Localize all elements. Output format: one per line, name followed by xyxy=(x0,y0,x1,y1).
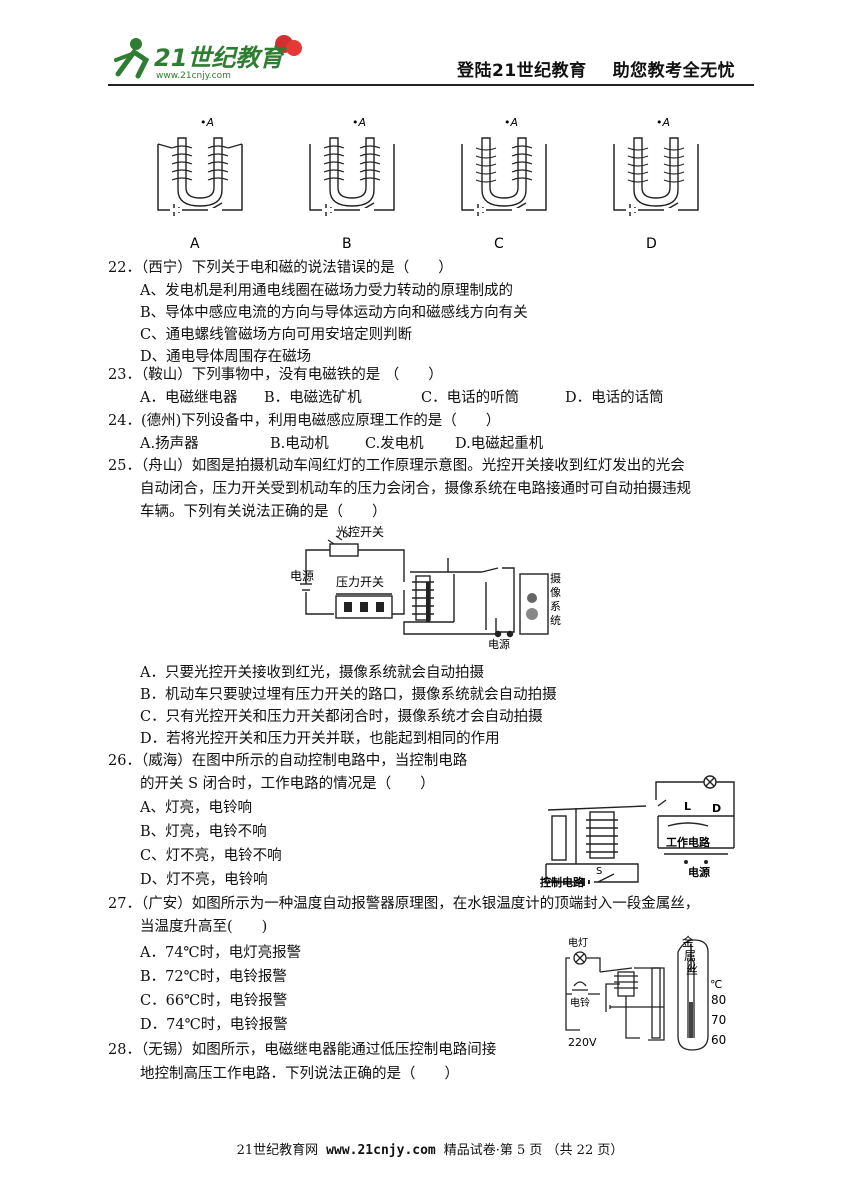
camera-label-2: 像 xyxy=(550,586,561,599)
q26-option-b: B、灯亮，电铃不响 xyxy=(140,824,267,840)
wire-label-1: 金 xyxy=(682,934,694,949)
pressure-switch-label: 压力开关 xyxy=(336,575,384,589)
power-label: 电源 xyxy=(688,865,710,879)
footer-page-info: 精品试卷·第 5 页 （共 22 页） xyxy=(443,1143,624,1158)
option-label-B: B xyxy=(342,236,352,252)
temperature-alarm-figure: 电灯 电铃 220V 金 属 丝 ℃ 80 70 60 xyxy=(565,934,726,1051)
power-bottom-label: 电源 xyxy=(488,637,510,650)
q22-option-b: B、导体中感应电流的方向与导体运动方向和磁感线方向有关 xyxy=(140,305,528,321)
red-light-camera-figure: 光控开关 电源 压力开关 摄 像 系 统 电源 xyxy=(290,525,561,650)
q23-option-a: A．电磁继电器 xyxy=(140,390,238,406)
control-circuit-label: 控制电路 xyxy=(540,875,585,888)
q26-option-d: D、灯不亮，电铃响 xyxy=(140,872,268,888)
q27-option-c: C．66℃时，电铃报警 xyxy=(140,993,288,1009)
magnet-C: •A C xyxy=(461,116,547,252)
point-A-label: •A xyxy=(200,116,214,129)
q27-option-d: D．74℃时，电铃报警 xyxy=(140,1017,288,1033)
q24-option-b: B.电动机 xyxy=(270,436,329,452)
question-22-stem: 22．（西宁）下列关于电和磁的说法错误的是（ ） xyxy=(108,260,453,276)
logo-graphic: 21世纪教育 www.21cnjy.com xyxy=(114,35,302,81)
option-label-C: C xyxy=(494,236,504,252)
header-right-text: 助您教考全无忧 xyxy=(612,61,736,81)
power-left-label: 电源 xyxy=(290,569,314,583)
question-25-line1: 25．（舟山）如图是拍摄机动车闯红灯的工作原理示意图。光控开关接收到红灯发出的光… xyxy=(108,458,685,474)
site-logo: 21世纪教育 www.21cnjy.com xyxy=(108,30,308,82)
question-28-line1: 28．（无锡）如图所示，电磁继电器能通过低压控制电路间接 xyxy=(108,1042,497,1058)
point-A-label: •A xyxy=(352,116,366,129)
point-A-label: •A xyxy=(656,116,670,129)
light-switch-label: 光控开关 xyxy=(336,525,384,539)
question-24-stem: 24．(德州)下列设备中，利用电磁感应原理工作的是（ ） xyxy=(108,413,501,429)
q25-option-d: D．若将光控开关和压力开关并联，也能起到相同的作用 xyxy=(140,731,500,747)
q25-option-c: C．只有光控开关和压力开关都闭合时，摄像系统才会自动拍摄 xyxy=(140,709,543,725)
q23-option-b: B．电磁选矿机 xyxy=(264,390,362,406)
option-label-A: A xyxy=(190,236,200,252)
option-label-D: D xyxy=(646,236,657,252)
q25-option-b: B．机动车只要驶过埋有压力开关的路口，摄像系统就会自动拍摄 xyxy=(140,687,557,703)
q23-option-c: C．电话的听筒 xyxy=(421,390,520,406)
footer-url[interactable]: www.21cnjy.com xyxy=(326,1143,436,1158)
bell-label-D: D xyxy=(712,802,721,815)
camera-label-4: 统 xyxy=(550,614,561,627)
bell-label: 电铃 xyxy=(570,996,590,1009)
q24-option-a: A.扬声器 xyxy=(140,436,199,452)
header-divider xyxy=(108,84,754,86)
q27-option-b: B．72℃时，电铃报警 xyxy=(140,969,287,985)
q22-option-c: C、通电螺线管磁场方向可用安培定则判断 xyxy=(140,327,413,343)
question-28-line2: 地控制高压工作电路．下列说法正确的是（ ） xyxy=(140,1066,459,1082)
tick-80: 80 xyxy=(711,993,726,1007)
magnet-D: •A D xyxy=(613,116,699,252)
logo-url: www.21cnjy.com xyxy=(156,71,231,81)
voltage-label: 220V xyxy=(568,1036,597,1049)
wire-label-3: 丝 xyxy=(686,963,698,977)
work-circuit-label: 工作电路 xyxy=(666,835,711,849)
q25-option-a: A．只要光控开关接收到红光，摄像系统就会自动拍摄 xyxy=(140,665,484,681)
q22-option-d: D、通电导体周围存在磁场 xyxy=(140,349,312,365)
page-footer: 21世纪教育网 www.21cnjy.com 精品试卷·第 5 页 （共 22 页） xyxy=(0,1139,860,1158)
q27-option-a: A．74℃时，电灯亮报警 xyxy=(140,945,302,961)
question-25-line2: 自动闭合，压力开关受到机动车的压力会闭合，摄像系统在电路接通时可自动拍摄违规 xyxy=(140,481,691,497)
header-slogan: 登陆21世纪教育 助您教考全无忧 xyxy=(457,56,735,81)
q22-option-a: A、发电机是利用通电线圈在磁场力受力转动的原理制成的 xyxy=(140,283,513,299)
tick-60: 60 xyxy=(711,1033,726,1047)
footer-site: 21世纪教育网 xyxy=(236,1143,319,1158)
q24-option-d: D.电磁起重机 xyxy=(455,436,544,452)
magnet-A: •A A xyxy=(157,116,243,252)
tick-70: 70 xyxy=(711,1013,726,1027)
question-27-line1: 27．（广安）如图所示为一种温度自动报警器原理图，在水银温度计的顶端封入一段金属… xyxy=(108,896,700,912)
q23-option-d: D．电话的话筒 xyxy=(565,390,664,406)
q26-option-c: C、灯不亮，电铃不响 xyxy=(140,848,282,864)
wire-label-2: 属 xyxy=(684,949,696,963)
question-26-line1: 26．（威海）在图中所示的自动控制电路中，当控制电路 xyxy=(108,753,468,769)
lamp-label: 电灯 xyxy=(568,936,588,949)
q26-option-a: A、灯亮，电铃响 xyxy=(140,800,252,816)
camera-label-3: 系 xyxy=(550,600,561,613)
magnet-B: •A B xyxy=(309,116,395,252)
auto-control-circuit-figure: L D 工作电路 电源 S 控制电路 xyxy=(540,775,735,888)
logo-title: 21世纪教育 xyxy=(154,44,287,72)
magnet-figure: •A A •A B •A C xyxy=(157,116,699,252)
camera-label-1: 摄 xyxy=(550,571,561,585)
point-A-label: •A xyxy=(504,116,518,129)
question-26-line2: 的开关 S 闭合时，工作电路的情况是（ ） xyxy=(140,776,435,792)
header-left-text: 登陆21世纪教育 xyxy=(457,61,587,81)
question-25-line3: 车辆。下列有关说法正确的是（ ） xyxy=(140,504,387,520)
lamp-label-L: L xyxy=(684,800,691,813)
question-27-line2: 当温度升高至( ) xyxy=(140,919,268,935)
switch-S-label: S xyxy=(596,866,602,877)
question-23-stem: 23．（鞍山）下列事物中，没有电磁铁的是 （ ） xyxy=(108,367,443,383)
celsius-unit: ℃ xyxy=(710,978,722,991)
q24-option-c: C.发电机 xyxy=(365,436,424,452)
